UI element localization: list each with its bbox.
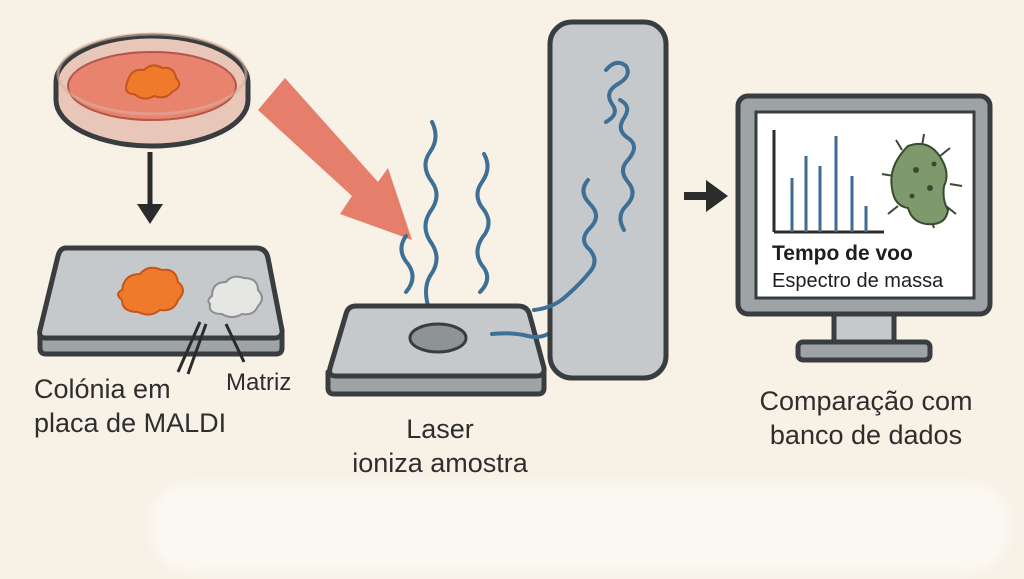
colony-label-line2: placa de MALDI [34, 408, 227, 438]
colony-label: Colónia em placa de MALDI [34, 372, 226, 440]
laser-label-line1: Laser [406, 414, 474, 444]
flight-tube-icon [532, 19, 669, 381]
database-label-line2: banco de dados [769, 420, 963, 450]
database-label: Comparação com banco de dados [736, 384, 996, 452]
down-arrow-icon [137, 152, 163, 224]
colony-on-plate [117, 266, 184, 316]
matrix-label: Matriz [226, 369, 292, 396]
ion-trace-icon [399, 120, 491, 314]
laser-arrow-icon [258, 78, 412, 240]
petri-dish-icon [53, 32, 251, 149]
sample-spot [408, 322, 468, 354]
background-highlight [150, 482, 1010, 572]
colony-label-line1: Colónia em [34, 374, 171, 404]
mass-spectrum-label: Espectro de massa [772, 270, 944, 292]
monitor-icon [735, 93, 993, 363]
laser-label: Laser ioniza amostra [330, 412, 550, 480]
mass-spectrum [772, 130, 884, 234]
laser-label-line2: ioniza amostra [352, 448, 528, 478]
tof-label: Tempo de voo [772, 242, 913, 265]
colony-on-dish [125, 64, 181, 100]
matrix-spot [207, 275, 263, 318]
bacterium-icon [881, 133, 963, 229]
maldi-plate-icon [37, 245, 285, 375]
sample-plate-icon [325, 303, 558, 397]
database-label-line1: Comparação com [759, 386, 973, 416]
right-arrow-icon [684, 180, 728, 212]
